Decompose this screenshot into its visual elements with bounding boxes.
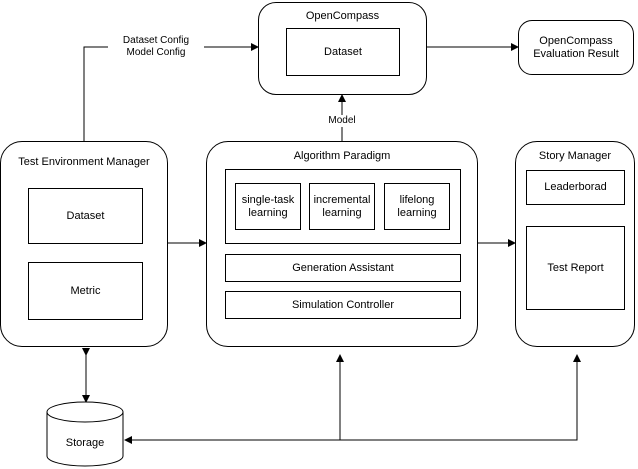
paradigm-single-task-label: single-task learning: [241, 193, 295, 219]
paradigm-lifelong-label: lifelong learning: [397, 193, 437, 219]
algorithm-paradigm-title: Algorithm Paradigm: [293, 150, 391, 162]
paradigm-single-task: single-task learning: [235, 183, 301, 230]
story-manager: Story Manager Leaderborad Test Report: [515, 141, 635, 347]
model-label: Model: [324, 115, 360, 127]
test-environment-manager: Test Environment Manager Dataset Metric: [0, 141, 168, 347]
story-manager-title: Story Manager: [538, 150, 612, 162]
opencompass-box: OpenCompass Dataset: [258, 2, 427, 95]
paradigm-lifelong: lifelong learning: [384, 183, 450, 230]
evaluation-result-box: OpenCompass Evaluation Result: [518, 20, 634, 75]
test-env-metric-label: Metric: [70, 284, 101, 297]
storage-bus: [125, 354, 581, 441]
test-env-dataset-label: Dataset: [66, 209, 105, 222]
test-env-dataset-box: Dataset: [28, 188, 143, 244]
config-label: Dataset Config Model Config: [108, 35, 204, 59]
evaluation-result-label: OpenCompass Evaluation Result: [533, 34, 619, 60]
generation-assistant-label: Generation Assistant: [292, 261, 394, 274]
paradigm-incremental: incremental learning: [309, 183, 375, 230]
generation-assistant-box: Generation Assistant: [225, 254, 461, 282]
paradigm-incremental-label: incremental learning: [313, 193, 371, 219]
opencompass-dataset-label: Dataset: [324, 45, 362, 58]
config-arrow: [83, 43, 259, 141]
test-env-metric-box: Metric: [28, 262, 143, 320]
opencompass-dataset-box: Dataset: [286, 28, 400, 76]
test-environment-title: Test Environment Manager: [18, 156, 150, 168]
test-report-label: Test Report: [547, 261, 604, 274]
algorithm-paradigm: Algorithm Paradigm single-task learning …: [206, 141, 478, 347]
opencompass-title: OpenCompass: [305, 10, 380, 22]
test-report-box: Test Report: [526, 226, 625, 310]
leaderboard-label: Leaderborad: [544, 181, 607, 193]
storage-cylinder: [46, 401, 124, 467]
leaderboard-box: Leaderborad: [526, 170, 625, 205]
simulation-controller-box: Simulation Controller: [225, 291, 461, 319]
simulation-controller-label: Simulation Controller: [291, 298, 395, 311]
storage-label: Storage: [65, 437, 105, 449]
paradigm-group: single-task learning incremental learnin…: [225, 169, 461, 244]
